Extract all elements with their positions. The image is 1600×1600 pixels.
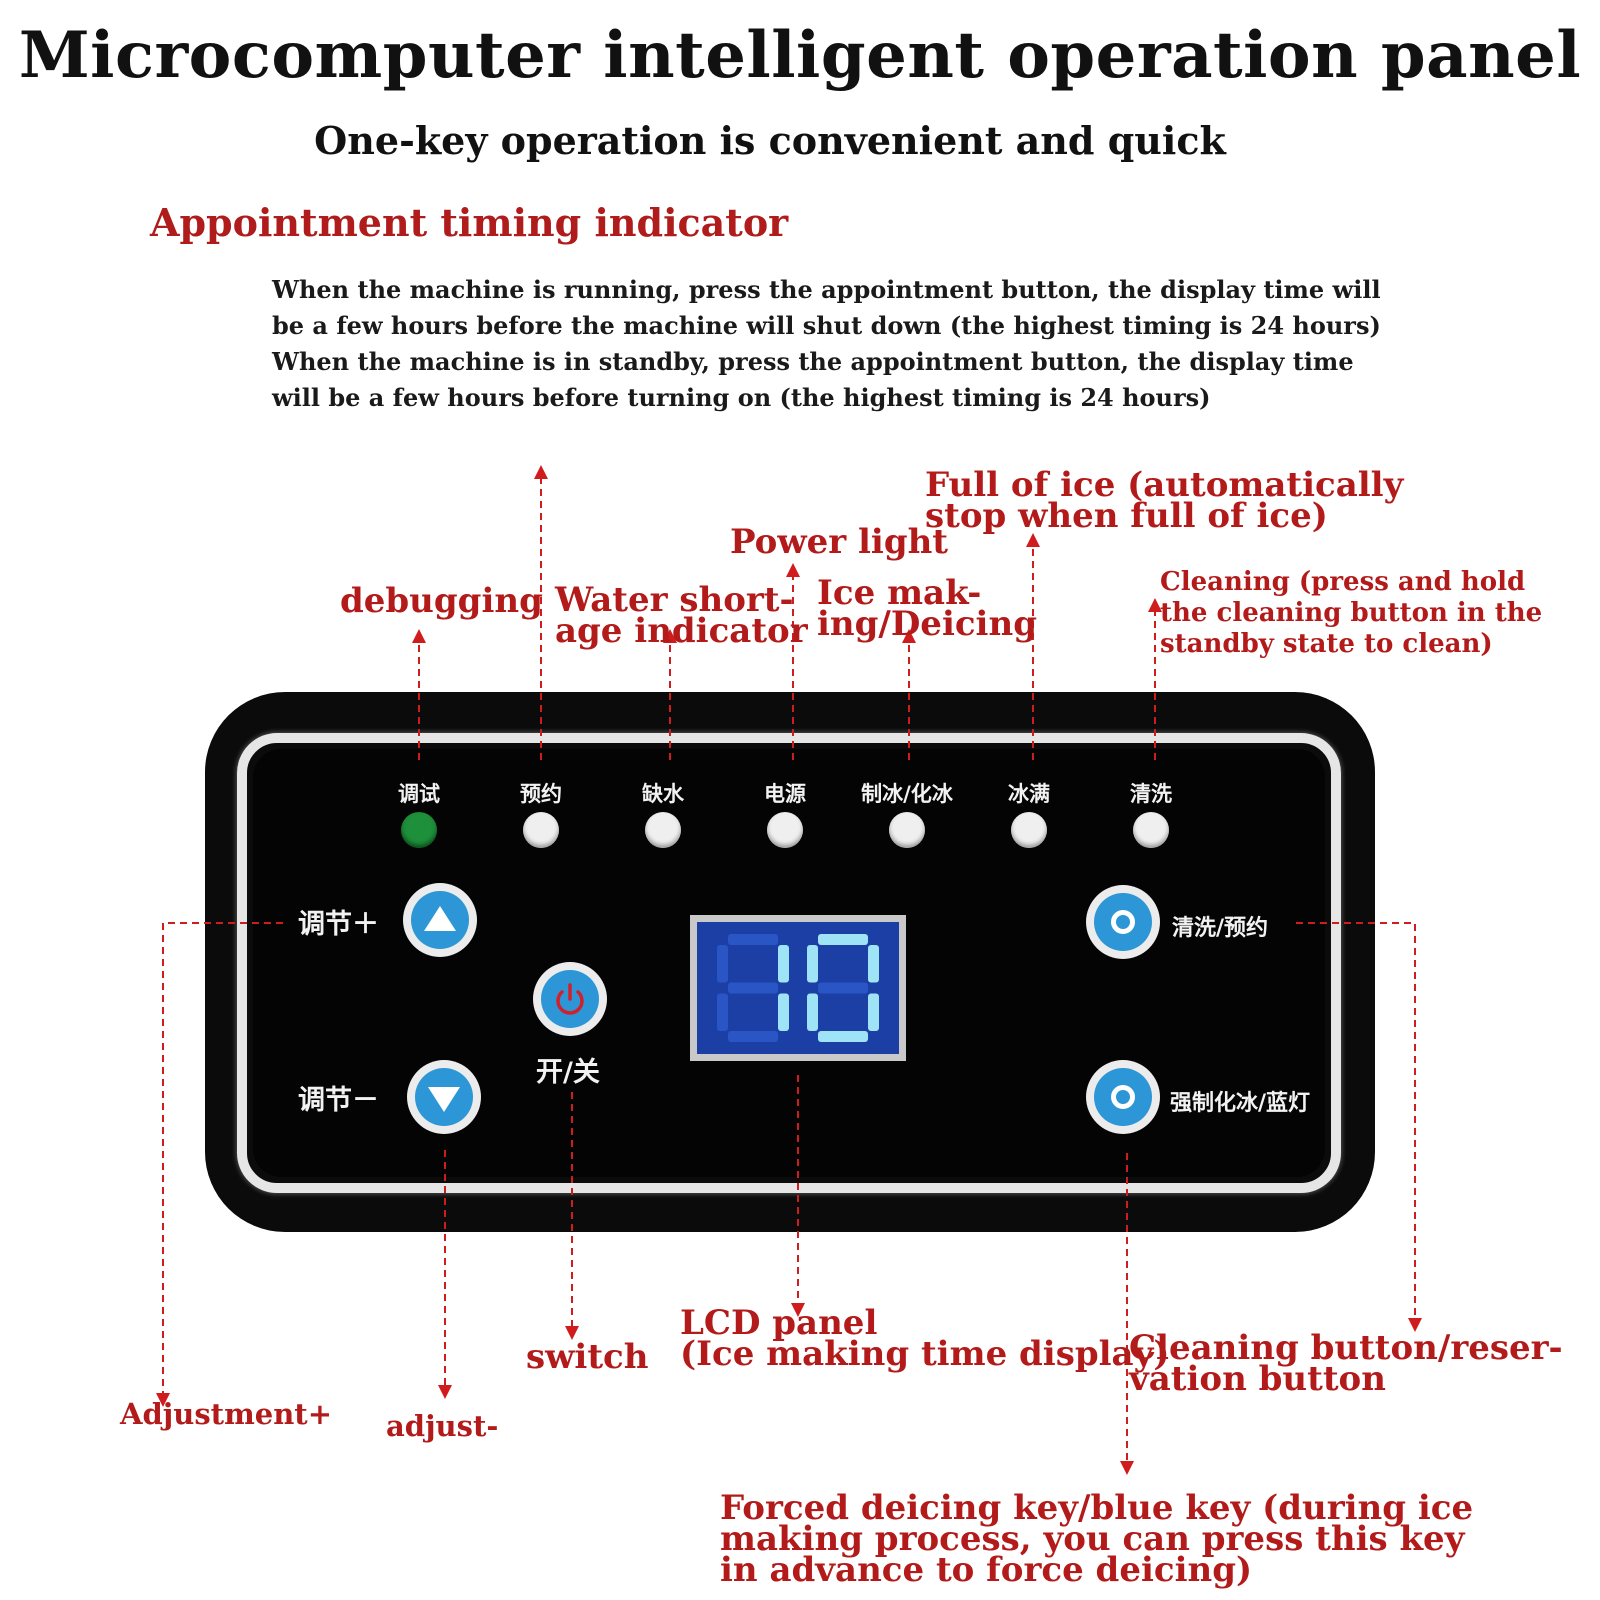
page-title: Microcomputer intelligent operation pane…: [18, 18, 1582, 93]
callout-adjust-minus: adjust-: [386, 1409, 499, 1443]
panel-rim: [237, 733, 1341, 1193]
adjust-minus-label: 调节－: [298, 1085, 379, 1116]
lcd-segment: [868, 945, 879, 983]
power-button[interactable]: [533, 962, 607, 1036]
section-heading: Appointment timing indicator: [150, 200, 789, 245]
arrow-down-icon: [428, 1087, 460, 1112]
description-line: be a few hours before the machine will s…: [272, 311, 1381, 340]
indicator-label-power: 电源: [764, 782, 806, 806]
reservation-indicator-light: [523, 812, 559, 848]
lcd-segment: [717, 945, 728, 983]
description-line: will be a few hours before turning on (t…: [272, 383, 1211, 412]
clean-reserve-label: 清洗/预约: [1172, 916, 1269, 941]
lcd-segment: [728, 982, 778, 994]
page-subtitle: One-key operation is convenient and quic…: [314, 118, 1226, 163]
lcd-segment: [728, 1031, 778, 1042]
callout-water-shortage: Water short-age indicator: [555, 580, 808, 651]
callout-power-light: Power light: [730, 522, 949, 562]
callout-lcd-panel: LCD panel(Ice making time display): [680, 1303, 1170, 1374]
callout-adjust-plus: Adjustment+: [120, 1397, 332, 1431]
description-line: When the machine is running, press the a…: [272, 275, 1381, 304]
indicator-label-water-shortage: 缺水: [642, 782, 684, 806]
indicator-label-ice-full: 冰满: [1008, 782, 1050, 806]
lcd-display: [697, 922, 899, 1054]
cleaning-indicator-light: [1133, 812, 1169, 848]
indicator-label-debug: 调试: [398, 782, 440, 806]
lcd-digits: [717, 934, 879, 1042]
lcd-segment: [818, 934, 868, 945]
description-line: When the machine is in standby, press th…: [272, 347, 1354, 376]
lcd-segment: [807, 945, 818, 983]
callout-clean-button: Cleaning button/reser-vation button: [1129, 1328, 1563, 1399]
lcd-segment: [818, 1031, 868, 1042]
callout-debugging: debugging: [340, 581, 543, 621]
arrow-up-icon: [424, 906, 456, 931]
lcd-segment: [868, 993, 879, 1031]
debug-indicator-light: [401, 812, 437, 848]
adjust-plus-label: 调节＋: [298, 909, 379, 940]
circle-icon: [1111, 1085, 1135, 1109]
callout-ice-making: Ice mak-ing/Deicing: [817, 573, 1037, 644]
lcd-segment: [818, 982, 868, 994]
lcd-segment: [728, 934, 778, 945]
callout-switch: switch: [526, 1337, 649, 1377]
lcd-segment: [717, 993, 728, 1031]
lcd-segment: [778, 945, 789, 983]
adjust-minus-button[interactable]: [407, 1060, 481, 1134]
power-icon: [556, 983, 584, 1015]
water-shortage-indicator-light: [645, 812, 681, 848]
power-indicator-light: [767, 812, 803, 848]
ice-full-indicator-light: [1011, 812, 1047, 848]
indicator-label-reservation: 预约: [520, 782, 562, 806]
indicator-label-cleaning: 清洗: [1130, 782, 1172, 806]
force-deice-label: 强制化冰/蓝灯: [1170, 1091, 1311, 1116]
indicator-label-ice-making: 制冰/化冰: [861, 782, 953, 806]
circle-icon: [1111, 910, 1135, 934]
adjust-plus-button[interactable]: [403, 883, 477, 957]
lcd-segment: [807, 993, 818, 1031]
power-label: 开/关: [536, 1057, 600, 1088]
section-description: When the machine is running, press the a…: [272, 272, 1381, 416]
force-deice-button[interactable]: [1086, 1060, 1160, 1134]
ice-making-indicator-light: [889, 812, 925, 848]
clean-reserve-button[interactable]: [1086, 885, 1160, 959]
lcd-segment: [778, 993, 789, 1031]
leader-clean-button: [1296, 922, 1422, 1332]
leader-adjust-plus: [156, 922, 283, 1407]
